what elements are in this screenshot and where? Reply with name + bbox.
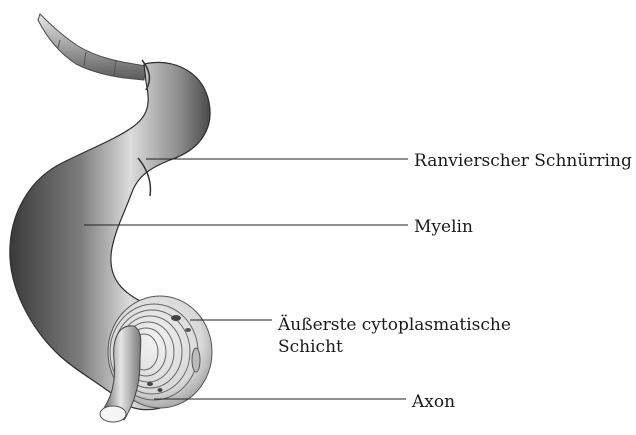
label-outer-layer-line2: Schicht bbox=[278, 336, 511, 358]
fiber-tail bbox=[38, 14, 146, 80]
label-outer-cytoplasmic-layer: Äußerste cytoplasmatische Schicht bbox=[278, 314, 511, 358]
label-axon: Axon bbox=[412, 391, 455, 413]
label-ranvier-node: Ranvierscher Schnürring bbox=[414, 150, 632, 172]
label-myelin: Myelin bbox=[414, 216, 473, 238]
label-outer-layer-line1: Äußerste cytoplasmatische bbox=[278, 314, 511, 336]
